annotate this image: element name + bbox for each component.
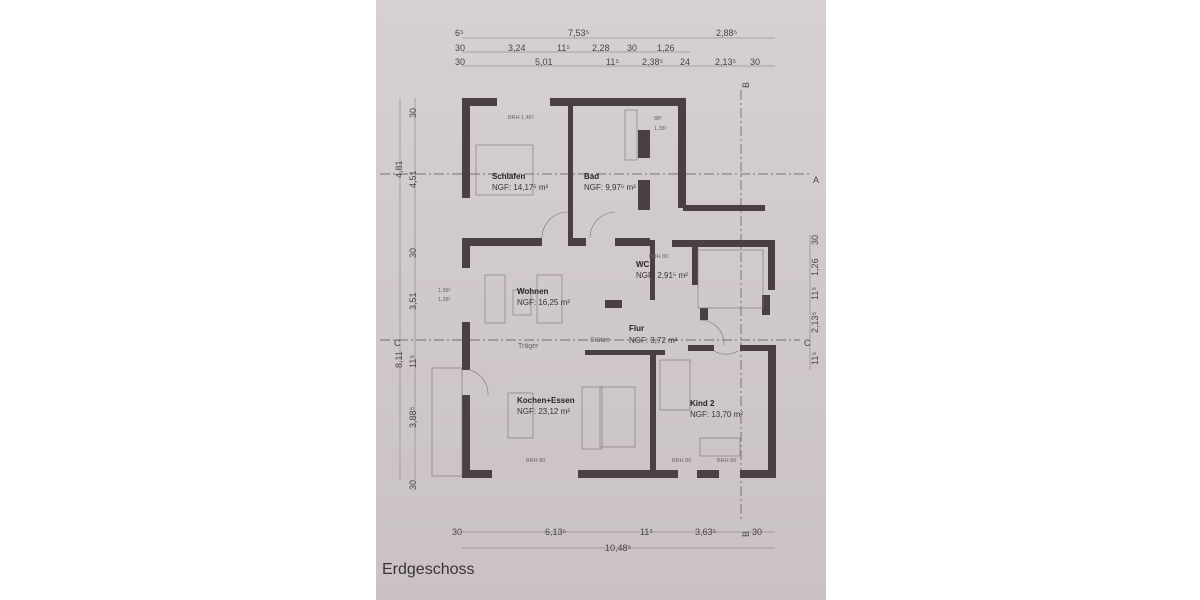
dim: 11⁵ [640, 527, 653, 537]
dim: 11⁵ [408, 355, 418, 368]
dim: 30 [810, 235, 820, 245]
dim: 6⁵ [455, 28, 464, 38]
dim: 30 [750, 57, 760, 67]
section-marker-b: B [741, 82, 751, 88]
section-lines: A C C B B [380, 82, 819, 537]
room-area: NGF: 14,17⁵ m² [492, 183, 549, 192]
window-dim: 1,38⁵ [438, 296, 451, 303]
dim: 8,11 [394, 351, 404, 368]
dim: 11⁵ [606, 57, 619, 67]
room-area: NGF: 9,97⁵ m² [584, 183, 636, 192]
room-flur: Flur NGF: 3,72 m² [629, 324, 678, 345]
room-area: NGF: 2,91⁵ m² [636, 271, 688, 280]
bottom-dimensions: 30 6,13⁵ 11⁵ 3,63⁵ 30 10,48⁵ [452, 527, 762, 553]
section-marker-c: C [804, 338, 811, 348]
beam-label: Träger [518, 343, 539, 350]
dim: 5,01 [535, 57, 553, 67]
dim: 30 [408, 108, 418, 118]
walls [462, 98, 776, 478]
floor-plan-title: Erdgeschoss [382, 561, 475, 578]
dim: 1,26 [657, 43, 675, 53]
room-name: WC [636, 260, 650, 269]
dim: 3,24 [508, 43, 526, 53]
dim: 4,81 [394, 160, 404, 178]
dim: 2,28 [592, 43, 610, 53]
room-area: NGF: 13,70 m² [690, 410, 743, 419]
room-schlafen: Schlafen NGF: 14,17⁵ m² [492, 172, 549, 192]
left-dimensions: 4,81 8,11 30 4,51 30 3,51 11⁵ 3,88⁵ 30 [394, 108, 418, 490]
section-marker-b: B [741, 531, 751, 537]
dim: 10,48⁵ [605, 543, 632, 553]
dim: 7,53⁵ [568, 28, 590, 38]
room-kochen-essen: Kochen+Essen NGF: 23,12 m² [517, 396, 575, 416]
dim: 2,88⁵ [716, 28, 738, 38]
dim: 6,13⁵ [545, 527, 567, 537]
dim: 1,26 [810, 258, 820, 276]
dim: 4,51 [408, 170, 418, 188]
room-area: NGF: 23,12 m² [517, 407, 570, 416]
window-dim: 1,38⁵ [654, 125, 667, 132]
dim: 11⁵ [810, 287, 820, 300]
top-dimensions: 6⁵ 7,53⁵ 2,88⁵ 30 3,24 11⁵ 2,28 30 1,26 … [455, 28, 760, 67]
room-area: NGF: 16,25 m² [517, 298, 570, 307]
window-dim: 1,88⁵ [438, 287, 451, 294]
room-area: NGF: 3,72 m² [629, 336, 678, 345]
room-name: Schlafen [492, 172, 525, 181]
dimension-lines [399, 37, 811, 549]
room-name: Flur [629, 324, 644, 333]
dim: 30 [752, 527, 762, 537]
dim: 30 [408, 248, 418, 258]
dim: 11⁵ [810, 352, 820, 365]
room-labels: Schlafen NGF: 14,17⁵ m² Bad NGF: 9,97⁵ m… [492, 172, 743, 419]
dim: 24 [680, 57, 690, 67]
room-name: Kind 2 [690, 399, 715, 408]
dim: 2,13⁵ [715, 57, 737, 67]
window-dim: 88⁵ [654, 115, 662, 122]
section-marker-a: A [813, 175, 819, 185]
dim: 3,51 [408, 292, 418, 310]
brh-label: BRH 1,46⁵ [508, 114, 534, 121]
room-kind-2: Kind 2 NGF: 13,70 m² [690, 399, 743, 419]
annotations: BRH 1,46⁵ BRH 80 BRH 80 BRH 80 BRH 80 88… [438, 114, 736, 464]
dim: 11⁵ [557, 43, 570, 53]
right-dimensions: 30 1,26 11⁵ 2,13⁵ 11⁵ [810, 235, 820, 365]
dim: 2,13⁵ [810, 311, 820, 333]
column-label: Stütze [590, 337, 610, 344]
furniture [431, 109, 764, 477]
dim: 3,63⁵ [695, 527, 717, 537]
room-name: Kochen+Essen [517, 396, 575, 405]
dim: 30 [627, 43, 637, 53]
dim: 30 [452, 527, 462, 537]
room-name: Wohnen [517, 287, 549, 296]
dim: 2,38⁵ [642, 57, 664, 67]
brh-label: BRH 80 [672, 458, 691, 464]
room-name: Bad [584, 172, 599, 181]
dim: 30 [455, 43, 465, 53]
dim: 30 [455, 57, 465, 67]
brh-label: BRH 80 [717, 458, 736, 464]
dim: 30 [408, 480, 418, 490]
room-wc: WC NGF: 2,91⁵ m² [636, 260, 688, 280]
room-bad: Bad NGF: 9,97⁵ m² [584, 172, 636, 192]
brh-label: BRH 80 [526, 458, 545, 464]
brh-label: BRH 80 [649, 254, 668, 260]
room-wohnen: Wohnen NGF: 16,25 m² [517, 287, 570, 307]
dim: 3,88⁵ [408, 406, 418, 428]
section-marker-c: C [394, 338, 401, 348]
